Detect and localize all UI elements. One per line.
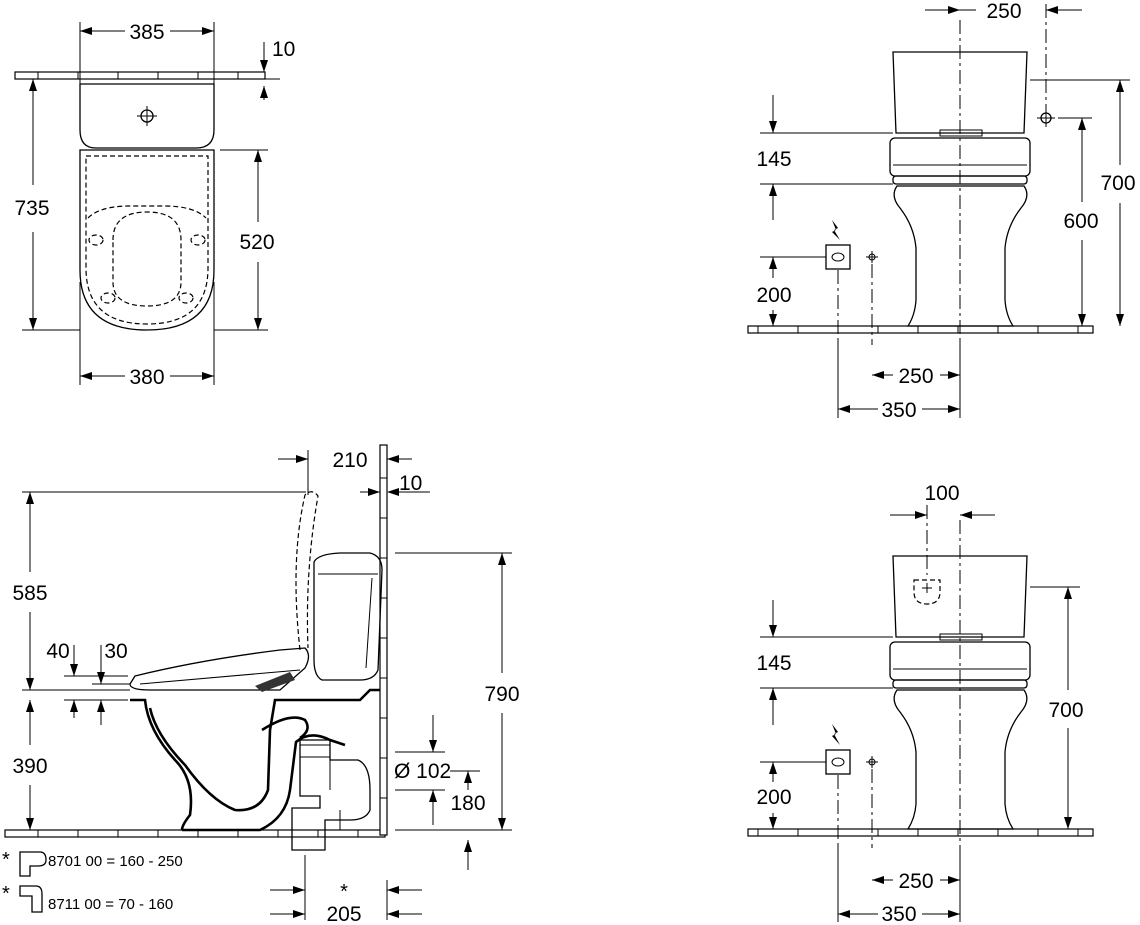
dim-top-offset: 100 [924, 482, 959, 505]
dim-seat-height: 390 [12, 755, 47, 778]
pipe-s-trap-icon [19, 851, 47, 877]
bowl-outline [130, 698, 193, 831]
note-line-2: 8711 00 = 70 - 160 [48, 896, 173, 913]
front-view-lower: 100 145 700 200 [747, 482, 1094, 925]
dim-outlet-diameter: Ø 102 [394, 760, 451, 783]
power-socket-icon [825, 749, 851, 775]
dim-half-width: 350 [881, 903, 916, 925]
dim-seat-depth: 520 [239, 231, 274, 254]
hinge-hatch [255, 672, 295, 692]
wall-band [379, 444, 388, 836]
top-view: 385 10 735 520 380 [14, 21, 295, 389]
dim-half-width: 350 [881, 399, 916, 422]
asterisk-marker: * [340, 881, 348, 903]
outlet-notes: * 8701 00 = 160 - 250 * 8711 00 = 70 - 1… [2, 849, 183, 913]
dim-lid-offset: 210 [332, 449, 367, 472]
bowl-outline [79, 149, 215, 331]
lid-open-outline [295, 491, 319, 651]
dim-bowl-width: 380 [129, 366, 164, 389]
dim-socket-height: 200 [756, 786, 791, 809]
dim-tank-width: 385 [129, 21, 164, 44]
dim-seat-30: 30 [104, 640, 127, 663]
note-asterisk-2: * [2, 883, 10, 905]
dim-outlet-distance: 205 [326, 903, 361, 925]
front-view-upper: 250 145 700 600 [747, 0, 1136, 422]
seat-outline [129, 647, 310, 691]
pedestal-outline [893, 185, 1028, 327]
pedestal-outline [893, 689, 1028, 830]
tank-outline [313, 552, 383, 681]
dim-seat-40: 40 [46, 640, 69, 663]
dim-tank-height: 145 [756, 652, 791, 675]
dim-wall-gap-top: 10 [272, 38, 295, 61]
wall-band [14, 71, 266, 80]
power-socket-icon [825, 244, 851, 270]
note-asterisk-1: * [2, 849, 10, 871]
outlet-pipe [291, 739, 371, 851]
seat-opening [112, 211, 182, 307]
dim-socket-height: 200 [756, 284, 791, 307]
lightning-icon [832, 220, 840, 240]
dim-tank-height: 790 [484, 683, 519, 706]
note-line-1: 8701 00 = 160 - 250 [48, 853, 183, 870]
tank-outline [892, 51, 1028, 134]
dim-outlet-height: 180 [450, 792, 485, 815]
pipe-p-trap-icon [19, 885, 43, 913]
lightning-icon [832, 724, 840, 745]
dim-total-height: 700 [1100, 172, 1135, 195]
dim-top-offset: 250 [986, 0, 1021, 23]
dim-lid-height: 585 [12, 582, 47, 605]
tank-outline [892, 555, 1028, 638]
dim-total-height: 700 [1048, 699, 1083, 722]
dim-socket-offset: 250 [898, 365, 933, 388]
dim-tank-height: 145 [756, 148, 791, 171]
dim-total-depth: 735 [14, 197, 49, 220]
dim-socket-offset: 250 [898, 870, 933, 893]
floor-band [747, 325, 1094, 334]
tank-outline [79, 83, 215, 149]
dim-inlet-height: 600 [1063, 210, 1098, 233]
floor-band [747, 828, 1094, 837]
inlet-valve-outline [913, 579, 941, 605]
side-view: 210 10 585 40 30 390 [4, 444, 520, 925]
dim-wall-gap-side: 10 [399, 472, 422, 495]
